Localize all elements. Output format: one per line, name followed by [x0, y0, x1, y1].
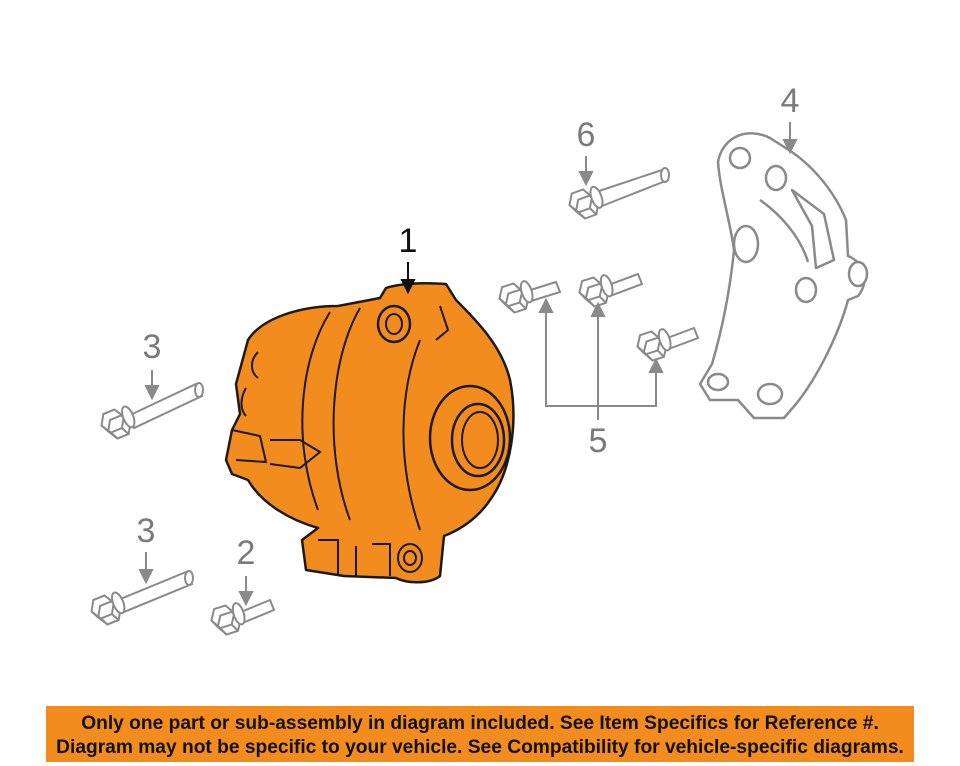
bolt-part-5b — [575, 271, 644, 311]
bolt-part-3a — [96, 382, 204, 444]
callout-2: 2 — [237, 534, 256, 572]
disclaimer-line-2: Diagram may not be specific to your vehi… — [56, 737, 904, 758]
disclaimer-banner: Only one part or sub-assembly in diagram… — [46, 706, 914, 762]
bolt-part-5a — [495, 277, 562, 317]
mounting-bracket — [698, 132, 869, 420]
callout-3-upper: 3 — [143, 328, 162, 366]
callout-3-lower: 3 — [137, 512, 156, 550]
bolt-part-6 — [565, 167, 670, 223]
callout-1: 1 — [399, 222, 418, 260]
callout-6: 6 — [577, 116, 596, 154]
alternator — [224, 281, 515, 584]
bolt-part-2 — [207, 598, 276, 639]
parts-diagram: 1 4 6 3 3 2 5 — [86, 82, 869, 639]
bolt-part-3b — [86, 570, 194, 630]
callout-5: 5 — [589, 422, 608, 460]
bolt-part-5c — [633, 325, 700, 365]
disclaimer-line-1: Only one part or sub-assembly in diagram… — [81, 713, 879, 734]
callout-4: 4 — [781, 82, 800, 120]
